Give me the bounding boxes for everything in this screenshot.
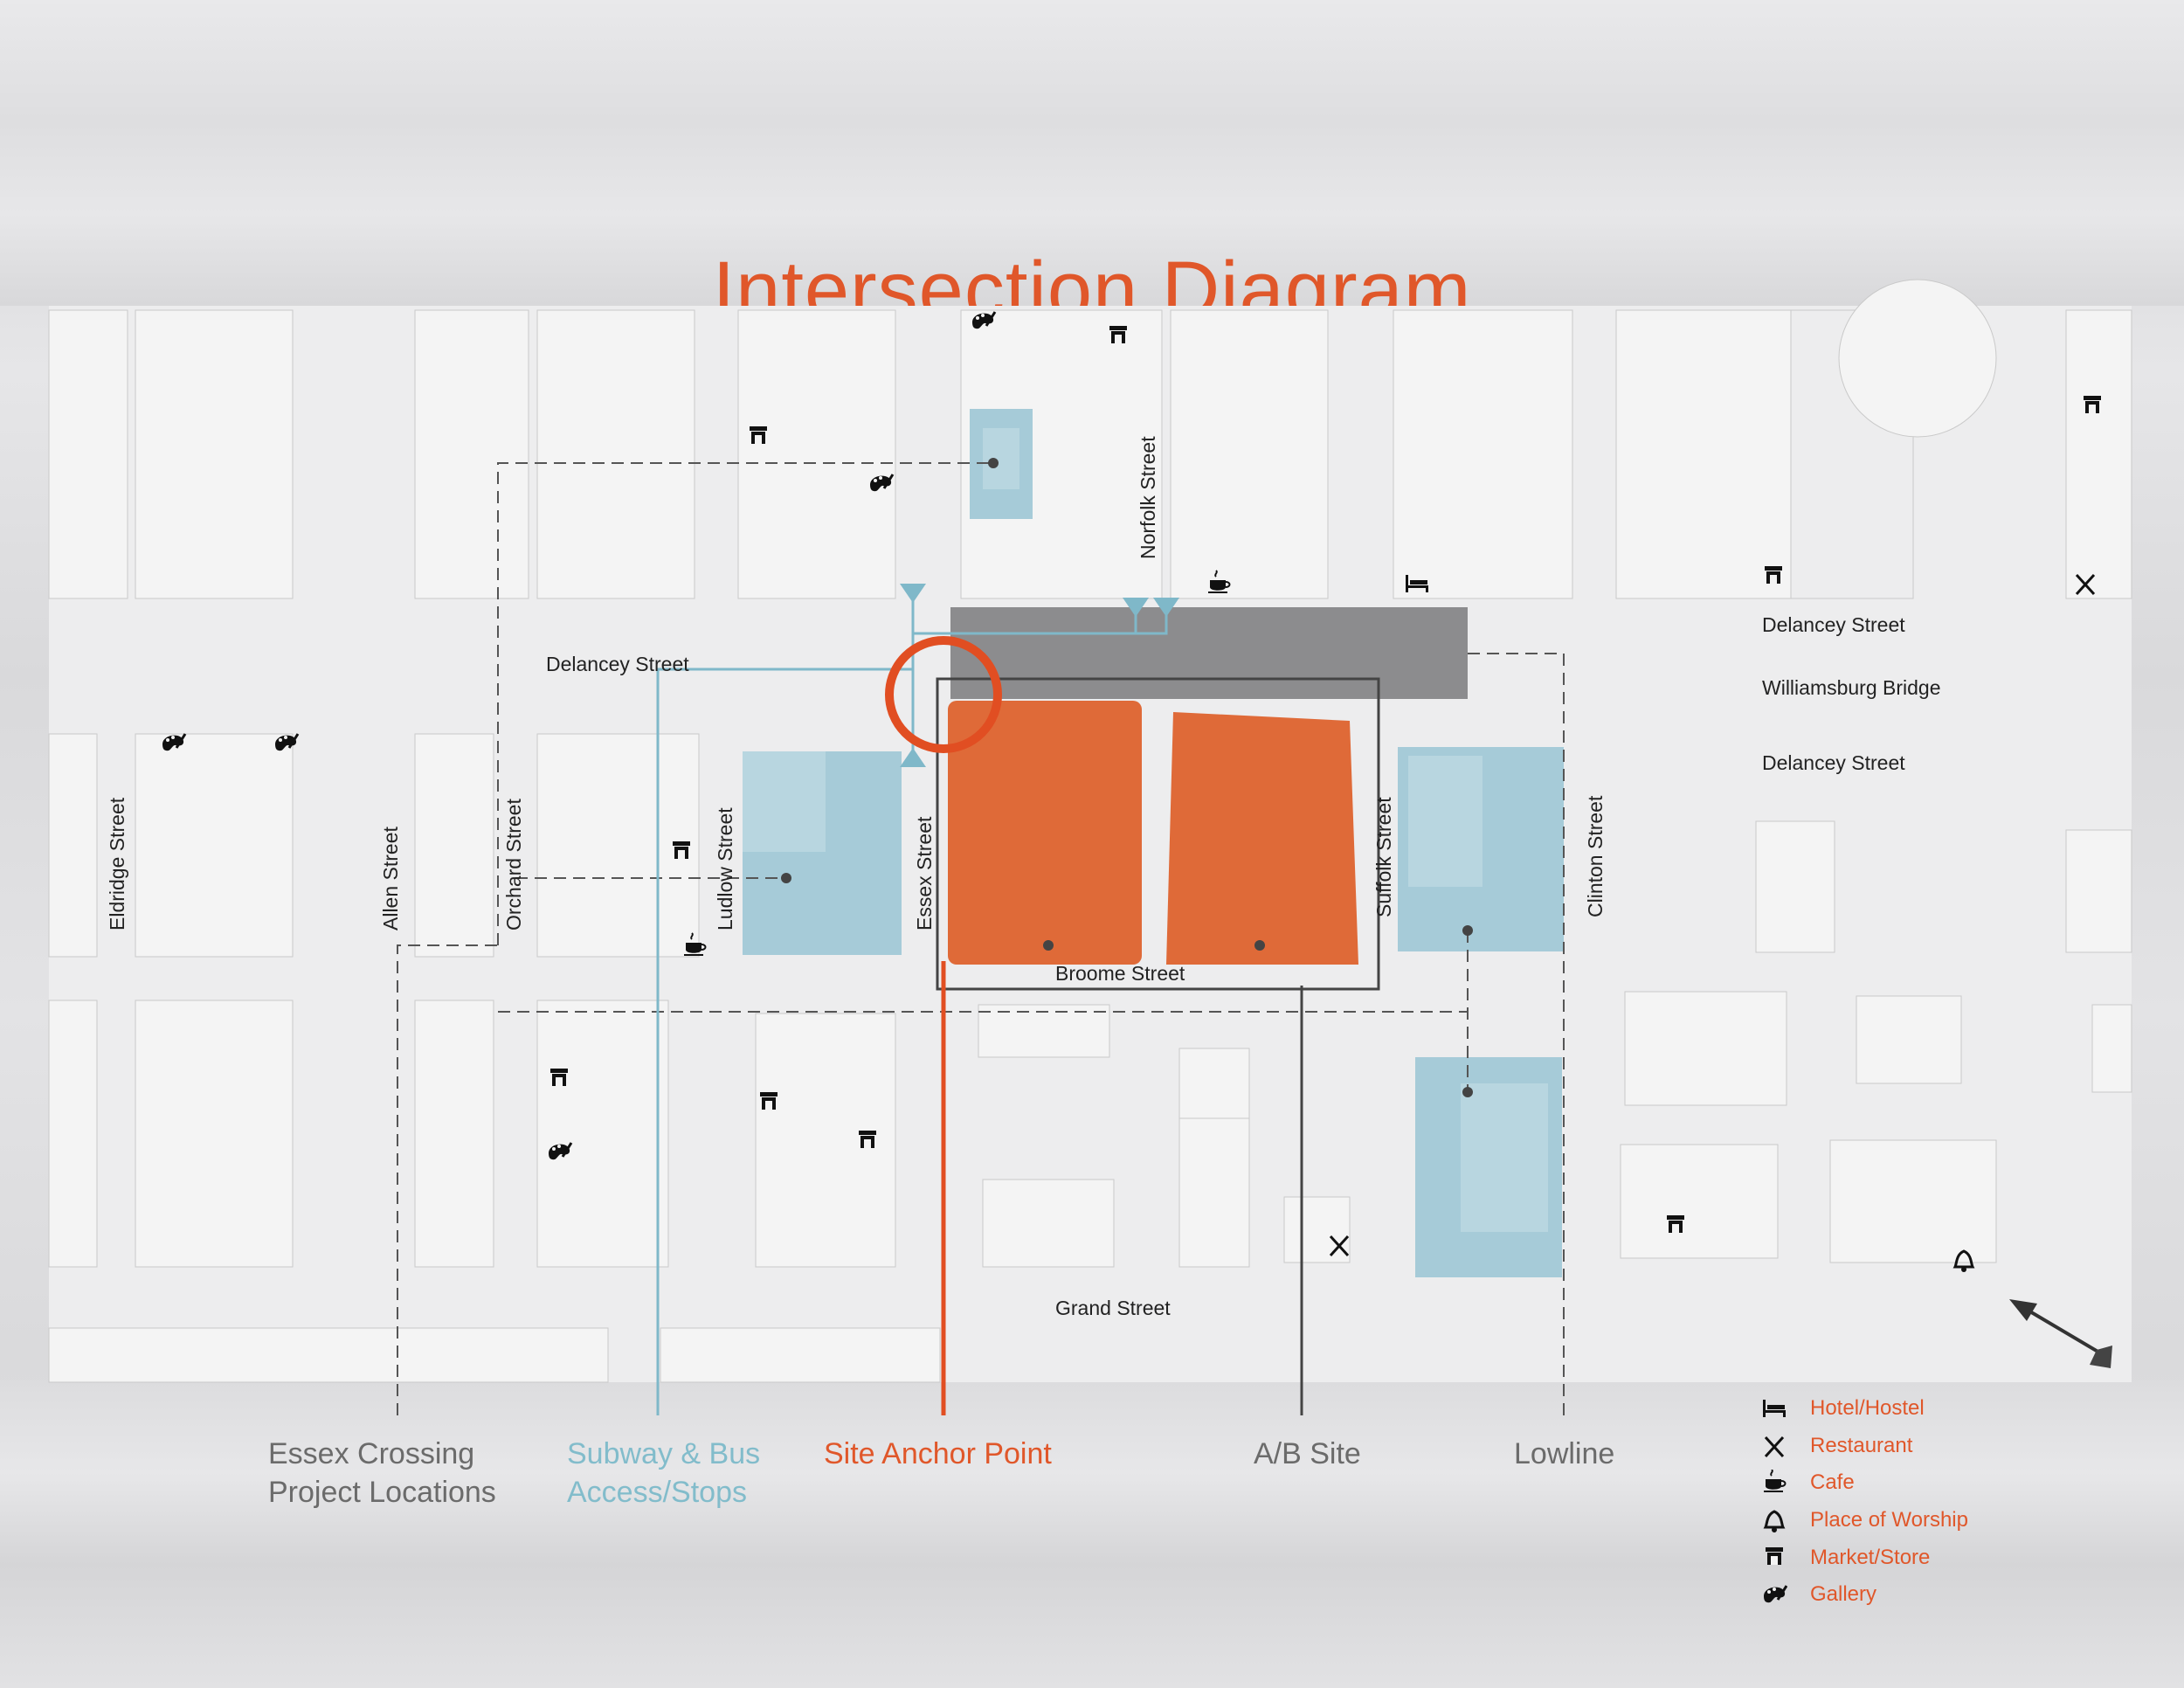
essex-crossing-dashed-lines <box>397 462 1565 1415</box>
essex-crossing-building-highlights <box>743 428 1548 1232</box>
subway-stop-markers <box>900 584 1179 767</box>
site-a-parcel <box>948 701 1142 965</box>
street-essex: Essex Street <box>913 816 936 930</box>
ab-site-outline <box>936 677 1380 991</box>
store-icon[interactable] <box>673 841 690 859</box>
store-icon[interactable] <box>1109 326 1127 343</box>
site-b-parcel <box>1166 712 1358 965</box>
key-row-worship: Place of Worship <box>1761 1505 1968 1536</box>
key-row-cafe: Cafe <box>1761 1467 1855 1498</box>
key-label-market: Market/Store <box>1810 1546 1931 1569</box>
street-delancey-east-south: Delancey Street <box>1762 751 1905 774</box>
key-row-gallery: Gallery <box>1761 1579 1876 1610</box>
coffee-cup-icon <box>1763 1470 1787 1493</box>
buildings-west <box>48 309 941 1383</box>
store-icon[interactable] <box>1667 1215 1684 1233</box>
key-row-market: Market/Store <box>1761 1542 1930 1574</box>
key-label-cafe: Cafe <box>1810 1470 1855 1494</box>
street-orchard: Orchard Street <box>502 799 525 930</box>
bed-icon <box>1763 1400 1786 1417</box>
site-anchor-circle[interactable] <box>885 636 1002 753</box>
street-eldridge: Eldridge Street <box>106 797 128 930</box>
legend-subway-bus: Subway & Bus Access/Stops <box>567 1437 761 1509</box>
store-icon[interactable] <box>760 1092 778 1110</box>
key-row-hotel: Hotel/Hostel <box>1761 1393 1925 1424</box>
key-label-hotel: Hotel/Hostel <box>1810 1396 1925 1420</box>
key-label-worship: Place of Worship <box>1810 1508 1968 1532</box>
street-williamsburg-bridge: Williamsburg Bridge <box>1762 676 1941 699</box>
fork-knife-icon <box>1764 1435 1785 1458</box>
legend-lowline: Lowline <box>1514 1437 1615 1470</box>
bell-icon <box>1764 1510 1785 1533</box>
key-row-restaurant: Restaurant <box>1761 1430 1912 1462</box>
key-label-gallery: Gallery <box>1810 1582 1877 1606</box>
legend-site-anchor: Site Anchor Point <box>824 1437 1052 1470</box>
location-pins <box>781 458 1473 1097</box>
store-icon[interactable] <box>750 426 767 444</box>
street-ludlow: Ludlow Street <box>714 807 736 930</box>
palette-icon <box>1762 1584 1787 1604</box>
street-broome: Broome Street <box>1055 962 1185 985</box>
street-delancey-west: Delancey Street <box>546 653 689 675</box>
street-grand: Grand Street <box>1055 1297 1171 1319</box>
buildings-east <box>960 279 2132 1268</box>
street-delancey-east-north: Delancey Street <box>1762 613 1905 636</box>
street-clinton: Clinton Street <box>1584 795 1607 917</box>
store-icon[interactable] <box>1765 566 1782 584</box>
store-icon <box>1766 1547 1783 1565</box>
legend-essex-crossing: Essex Crossing Project Locations <box>268 1437 496 1509</box>
street-suffolk: Suffolk Street <box>1372 797 1395 917</box>
store-icon[interactable] <box>2084 396 2101 413</box>
street-allen: Allen Street <box>379 826 402 930</box>
street-norfolk: Norfolk Street <box>1137 436 1159 559</box>
north-arrow-icon <box>2009 1299 2112 1368</box>
store-icon[interactable] <box>550 1069 568 1086</box>
key-label-restaurant: Restaurant <box>1810 1434 1913 1457</box>
store-icon[interactable] <box>859 1131 876 1148</box>
lowline-band <box>950 607 1468 699</box>
legend-ab-site: A/B Site <box>1254 1437 1361 1470</box>
